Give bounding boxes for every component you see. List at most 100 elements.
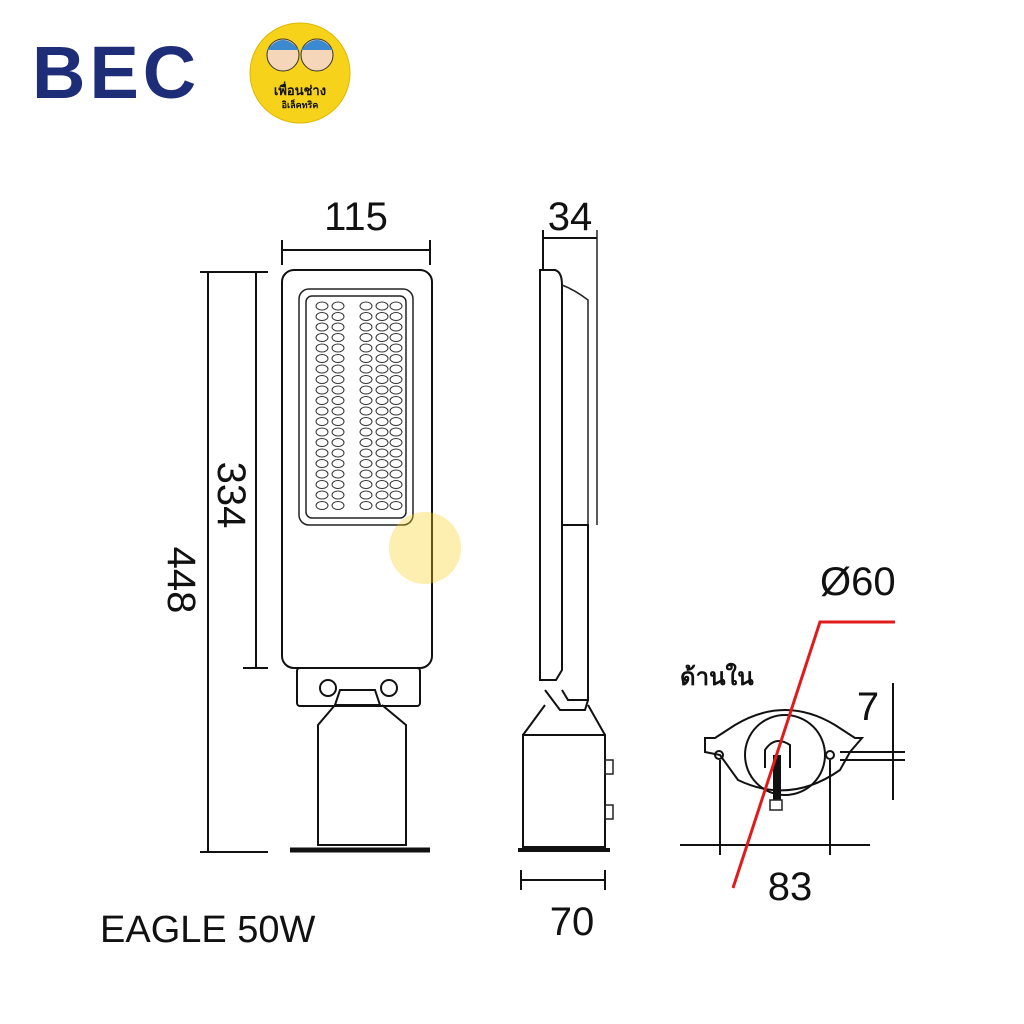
led-lens — [359, 459, 373, 468]
led-lens — [331, 385, 345, 395]
led-lens — [389, 427, 403, 437]
led-lens — [359, 385, 373, 395]
led-lens — [389, 396, 403, 405]
detail-title: ด้านใน — [680, 662, 754, 691]
led-lens — [375, 490, 389, 500]
depth-dimension-label: 34 — [548, 195, 593, 239]
led-lens — [315, 448, 329, 458]
led-lens — [375, 459, 389, 468]
led-lens — [331, 448, 345, 458]
led-lens — [359, 490, 373, 500]
led-lens — [315, 427, 329, 437]
led-lens — [389, 354, 403, 363]
led-lens — [359, 438, 373, 447]
led-lens — [359, 364, 373, 374]
led-lens — [331, 459, 345, 468]
panel-height-label: 334 — [209, 462, 253, 529]
led-lens — [375, 385, 389, 395]
led-lens — [315, 501, 329, 510]
led-lens — [389, 448, 403, 458]
watermark-badge — [389, 512, 461, 584]
diameter-label: Ø60 — [820, 560, 896, 604]
pole-width-label: 70 — [550, 900, 595, 944]
led-lens — [375, 364, 389, 374]
led-lens — [389, 438, 403, 447]
led-lens — [331, 501, 345, 510]
led-lens — [331, 322, 345, 332]
led-lens — [315, 322, 329, 332]
led-lens — [331, 354, 345, 363]
led-lens — [331, 364, 345, 374]
led-lens — [331, 343, 345, 353]
led-lens — [359, 417, 373, 426]
led-lens — [359, 343, 373, 353]
led-lens — [375, 438, 389, 447]
led-lens — [331, 438, 345, 447]
led-array — [315, 301, 403, 510]
led-lens — [331, 333, 345, 342]
led-lens — [315, 312, 329, 321]
led-lens — [389, 490, 403, 500]
led-lens — [389, 480, 403, 489]
led-lens — [375, 354, 389, 363]
led-lens — [315, 459, 329, 468]
led-lens — [315, 385, 329, 395]
detail-view: ด้านใน 7 83 Ø60 — [680, 560, 905, 909]
led-lens — [389, 343, 403, 353]
side-view: 34 70 — [518, 195, 614, 944]
badge-text-2: อิเล็คทริค — [281, 98, 318, 110]
led-lens — [359, 406, 373, 416]
led-lens — [359, 427, 373, 437]
badge-text-1: เพื่อนช่าง — [274, 81, 326, 98]
detail-width-label: 83 — [768, 865, 813, 909]
led-lens — [389, 312, 403, 321]
led-lens — [331, 396, 345, 405]
led-lens — [389, 333, 403, 342]
led-lens — [315, 469, 329, 479]
led-lens — [359, 375, 373, 384]
led-lens — [375, 396, 389, 405]
led-lens — [359, 469, 373, 479]
led-lens — [389, 406, 403, 416]
led-lens — [359, 354, 373, 363]
led-lens — [315, 480, 329, 489]
led-lens — [375, 333, 389, 342]
thickness-label: 7 — [857, 685, 879, 729]
led-lens — [389, 364, 403, 374]
led-lens — [359, 501, 373, 510]
led-lens — [375, 469, 389, 479]
led-lens — [389, 301, 403, 311]
led-lens — [315, 417, 329, 426]
led-lens — [375, 501, 389, 510]
total-height-label: 448 — [159, 547, 203, 614]
led-lens — [359, 312, 373, 321]
led-lens — [331, 427, 345, 437]
led-lens — [315, 343, 329, 353]
led-lens — [315, 490, 329, 500]
led-lens — [315, 406, 329, 416]
led-lens — [359, 480, 373, 489]
led-lens — [331, 301, 345, 311]
led-lens — [375, 427, 389, 437]
bec-logo: BEC — [32, 31, 200, 114]
led-lens — [375, 322, 389, 332]
led-lens — [359, 333, 373, 342]
logo-text: BEC — [32, 31, 200, 114]
led-lens — [359, 301, 373, 311]
led-lens — [375, 343, 389, 353]
led-lens — [375, 375, 389, 384]
led-lens — [315, 375, 329, 384]
led-lens — [359, 322, 373, 332]
led-lens — [375, 312, 389, 321]
led-lens — [331, 480, 345, 489]
badge-logo: เพื่อนช่าง อิเล็คทริค — [249, 22, 351, 124]
led-lens — [315, 396, 329, 405]
led-lens — [315, 301, 329, 311]
led-lens — [359, 448, 373, 458]
led-lens — [389, 375, 403, 384]
led-lens — [375, 448, 389, 458]
led-lens — [331, 490, 345, 500]
front-view: 115 334 448 — [159, 195, 433, 853]
led-lens — [315, 354, 329, 363]
